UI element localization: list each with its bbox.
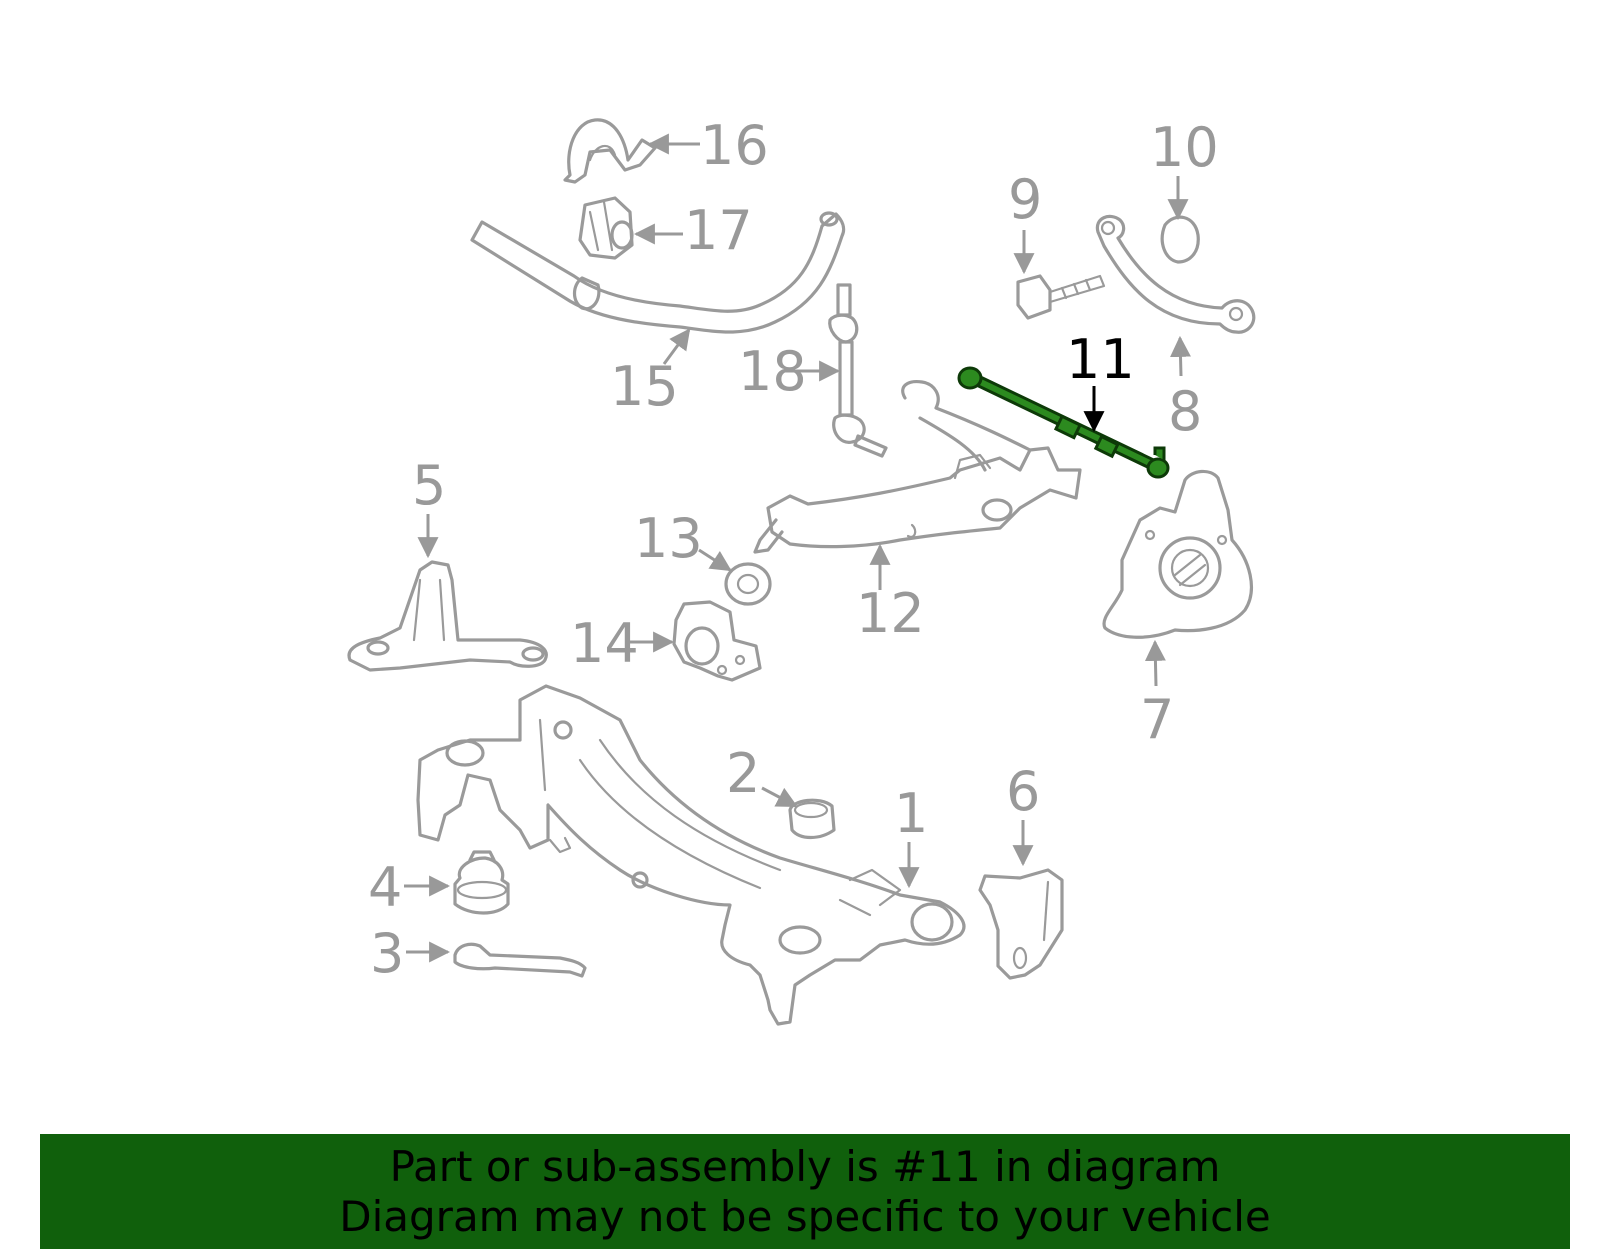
part-13-washer[interactable] [724, 562, 772, 606]
callout-8: 8 [1168, 380, 1202, 443]
callout-leaders [404, 133, 1191, 963]
callout-3: 3 [370, 922, 404, 985]
banner-line-disclaimer: Diagram may not be specific to your vehi… [339, 1191, 1271, 1241]
callout-1: 1 [894, 782, 928, 845]
part-16-stabilizer-bracket[interactable] [563, 118, 657, 184]
part-1-subframe[interactable] [416, 684, 966, 1026]
part-10-bushing[interactable] [1160, 215, 1200, 264]
callout-17: 17 [684, 199, 753, 262]
part-14-bushing-bracket[interactable] [672, 600, 762, 682]
part-18-stabilizer-link[interactable] [828, 283, 888, 458]
part-9-bolt[interactable] [1016, 274, 1106, 320]
part-12-lower-control-arm[interactable] [753, 380, 1082, 554]
callout-6: 6 [1006, 760, 1040, 823]
part-3-bracket[interactable] [453, 942, 587, 978]
callout-5: 5 [412, 454, 446, 517]
info-banner: Part or sub-assembly is #11 in diagram D… [40, 1134, 1570, 1249]
part-8-upper-control-arm[interactable] [1095, 214, 1256, 334]
part-2-bushing[interactable] [788, 798, 836, 840]
part-4-bushing[interactable] [453, 850, 510, 915]
callout-7: 7 [1140, 688, 1174, 751]
callout-4: 4 [368, 856, 402, 919]
callout-2: 2 [726, 742, 760, 805]
part-17-stabilizer-bushing[interactable] [578, 196, 634, 260]
part-11-lateral-link-highlighted[interactable] [957, 366, 1170, 479]
callout-9: 9 [1008, 168, 1042, 231]
part-15-stabilizer-bar[interactable] [470, 211, 846, 334]
banner-line-part-number: Part or sub-assembly is #11 in diagram [389, 1141, 1221, 1191]
callout-15: 15 [610, 355, 679, 418]
callout-12: 12 [856, 582, 925, 645]
callout-14: 14 [570, 612, 639, 675]
callout-13: 13 [634, 507, 703, 570]
part-6-bracket[interactable] [978, 868, 1064, 980]
part-5-mount-bracket[interactable] [347, 560, 548, 672]
callout-10: 10 [1150, 116, 1219, 179]
callout-11-highlighted: 11 [1066, 328, 1135, 391]
callout-18: 18 [738, 340, 807, 403]
callout-16: 16 [700, 114, 769, 177]
part-7-knuckle[interactable] [1102, 469, 1253, 639]
